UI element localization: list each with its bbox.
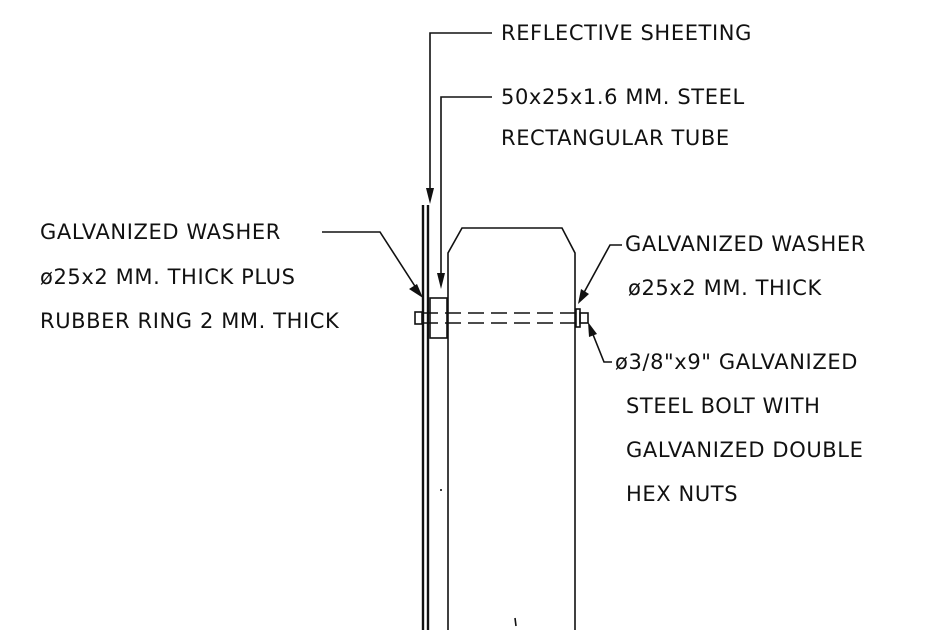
label-washer-left-line1: GALVANIZED WASHER [40,220,281,244]
leader-washer-right [578,244,622,304]
label-reflective-sheeting: REFLECTIVE SHEETING [501,21,752,45]
label-washer-left-line3: RUBBER RING 2 MM. THICK [40,309,340,333]
label-washer-right-line1: GALVANIZED WASHER [625,232,866,256]
leader-washer-left [322,231,423,298]
rubber-ring-left [414,311,423,325]
washer-left-block [429,297,448,339]
drawing-tick-mark [514,617,517,627]
label-washer-left-line2: ø25x2 MM. THICK PLUS [40,265,296,289]
hex-nut [579,312,589,324]
label-tube-line1: 50x25x1.6 MM. STEEL [501,85,745,109]
leader-rectangular-tube [437,96,492,289]
label-bolt-line1: ø3/8"x9" GALVANIZED [615,350,858,374]
steel-rectangular-tube [447,227,576,630]
bolt-hidden-lines [422,312,577,324]
label-washer-right-line2: ø25x2 MM. THICK [628,276,822,300]
label-tube-line2: RECTANGULAR TUBE [501,126,730,150]
label-bolt-line3: GALVANIZED DOUBLE [626,438,863,462]
reflective-sheeting-plate [421,205,430,630]
label-bolt-line4: HEX NUTS [626,482,738,506]
leader-bolt [588,322,612,363]
leader-reflective-sheeting [426,32,492,204]
label-bolt-line2: STEEL BOLT WITH [626,394,821,418]
